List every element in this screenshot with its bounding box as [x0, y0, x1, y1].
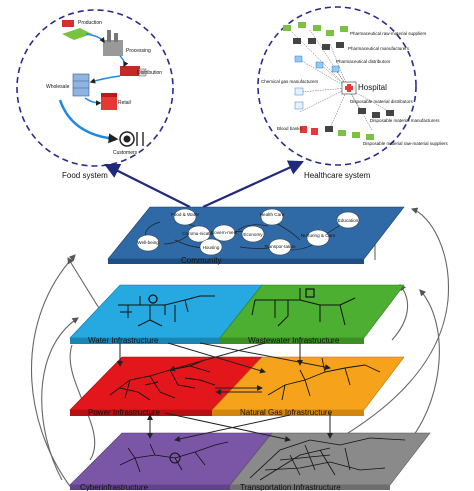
production-label: Production: [78, 20, 102, 26]
svg-text:Well-being: Well-being: [137, 240, 159, 245]
food-system-caption: Food system: [62, 171, 108, 180]
svg-text:Transpor-tation: Transpor-tation: [265, 244, 296, 249]
retail-store-icon: [101, 93, 117, 110]
food-system-circle: [16, 9, 174, 167]
hospital-icon: [341, 81, 357, 95]
transport-network: [249, 437, 406, 481]
warehouse-icon: [72, 73, 90, 97]
wastewater-label: Wastewater Infrastructure: [248, 336, 340, 345]
service-node: Nurturing & Care: [301, 229, 336, 247]
treatment-plant-icon: [305, 288, 315, 298]
production-icon: [62, 20, 92, 40]
food-system-panel: Production Processing Distribution Whole…: [16, 9, 174, 167]
community-services: Food & Water Health Care Education Commu…: [136, 208, 360, 256]
transport-plane-edge: [230, 485, 390, 490]
plate-icon: [119, 131, 144, 147]
disposable-manufacturers-label: Disposable material manufacturers: [370, 118, 440, 123]
cyber-plane-edge: [70, 485, 230, 490]
flow-arrow: [58, 99, 119, 144]
factory-icon: [103, 30, 123, 56]
svg-text:Education: Education: [338, 218, 359, 223]
pharma-raw-label: Pharmaceutical raw-material suppliers: [350, 31, 427, 36]
disposable-distributors-label: Disposable material distributors: [350, 99, 414, 104]
water-network: [118, 295, 215, 327]
wholesale-label: Wholesale: [46, 84, 70, 90]
cyber-hub-icon: [169, 452, 181, 464]
power-label: Power Infrastructure: [88, 408, 161, 417]
healthcare-system-panel: Pharmaceutical raw-material suppliers Ph…: [257, 6, 449, 166]
service-node: Commu-nication: [182, 225, 216, 243]
svg-text:Commu-nication: Commu-nication: [182, 231, 216, 236]
gas-network: [267, 357, 381, 401]
water-plane-edge: [70, 338, 220, 344]
blood-banks-label: Blood banks: [277, 126, 303, 131]
cyber-label: Cyberinfrastructure: [80, 483, 149, 491]
chemical-gas-label: Chemical gas manufacturers: [261, 79, 319, 84]
flow-arrow: [84, 97, 102, 106]
svg-text:Food & Water: Food & Water: [171, 212, 200, 217]
disposable-raw-label: Disposable material raw-material supplie…: [363, 141, 449, 146]
community-layer: Food & Water Health Care Education Commu…: [107, 206, 405, 265]
truck-icon: [120, 66, 147, 77]
power-layer: Power Infrastructure: [69, 356, 263, 417]
arrow-to-healthcare-system: [202, 160, 305, 209]
pharma-manufacturers-label: Pharmaceutical manufacturers: [348, 46, 410, 51]
gas-label: Natural Gas Infrastructure: [240, 408, 333, 417]
svg-text:Housing: Housing: [203, 245, 220, 250]
pharma-distributors-label: Pharmaceutical distributors: [336, 59, 391, 64]
power-network: [109, 359, 216, 401]
service-node: Housing: [199, 238, 223, 256]
hospital-label: Hospital: [358, 83, 387, 92]
healthcare-system-circle: [257, 6, 417, 166]
service-node: Health Care: [260, 208, 285, 226]
community-label: Community: [181, 256, 221, 265]
cyber-network: [119, 441, 229, 473]
service-node: Education: [336, 211, 360, 229]
water-layer: Water Infrastructure: [69, 284, 263, 345]
water-label: Water Infrastructure: [88, 336, 159, 345]
water-tank-icon: [148, 294, 158, 304]
svg-text:Nurturing & Care: Nurturing & Care: [301, 233, 336, 238]
distribution-label: Distribution: [137, 70, 162, 76]
retail-label: Retail: [118, 100, 131, 106]
cyber-layer: Cyberinfrastructure: [69, 432, 273, 491]
transport-label: Transportation Infrastructure: [240, 483, 341, 491]
customers-label: Customers: [113, 150, 138, 156]
svg-text:Govern-ment: Govern-ment: [211, 230, 239, 235]
flow-arrow: [119, 55, 129, 68]
community-plane-edge: [108, 259, 364, 264]
service-node: Govern-ment: [211, 224, 239, 242]
flow-arrow: [85, 33, 105, 44]
svg-text:Health Care: Health Care: [260, 212, 285, 217]
wastewater-layer: Wastewater Infrastructure: [219, 284, 405, 345]
service-node: Transpor-tation: [265, 238, 296, 256]
service-node: Food & Water: [171, 208, 200, 226]
supplier-icons: [283, 22, 394, 140]
processing-label: Processing: [126, 48, 151, 54]
healthcare-system-caption: Healthcare system: [304, 171, 371, 180]
flow-arrow: [89, 75, 121, 84]
power-plane-edge: [70, 410, 212, 416]
wastewater-plane-edge: [220, 338, 364, 344]
transport-layer: Transportation Infrastructure: [229, 432, 431, 491]
gas-plane-edge: [212, 410, 364, 416]
service-node: Well-being: [136, 234, 159, 252]
arrow-to-food-system: [104, 164, 191, 208]
wastewater-network: [251, 288, 356, 327]
service-node: Economy: [241, 225, 265, 243]
layer-dependency-arrows: [117, 342, 333, 442]
svg-text:Economy: Economy: [243, 232, 263, 237]
